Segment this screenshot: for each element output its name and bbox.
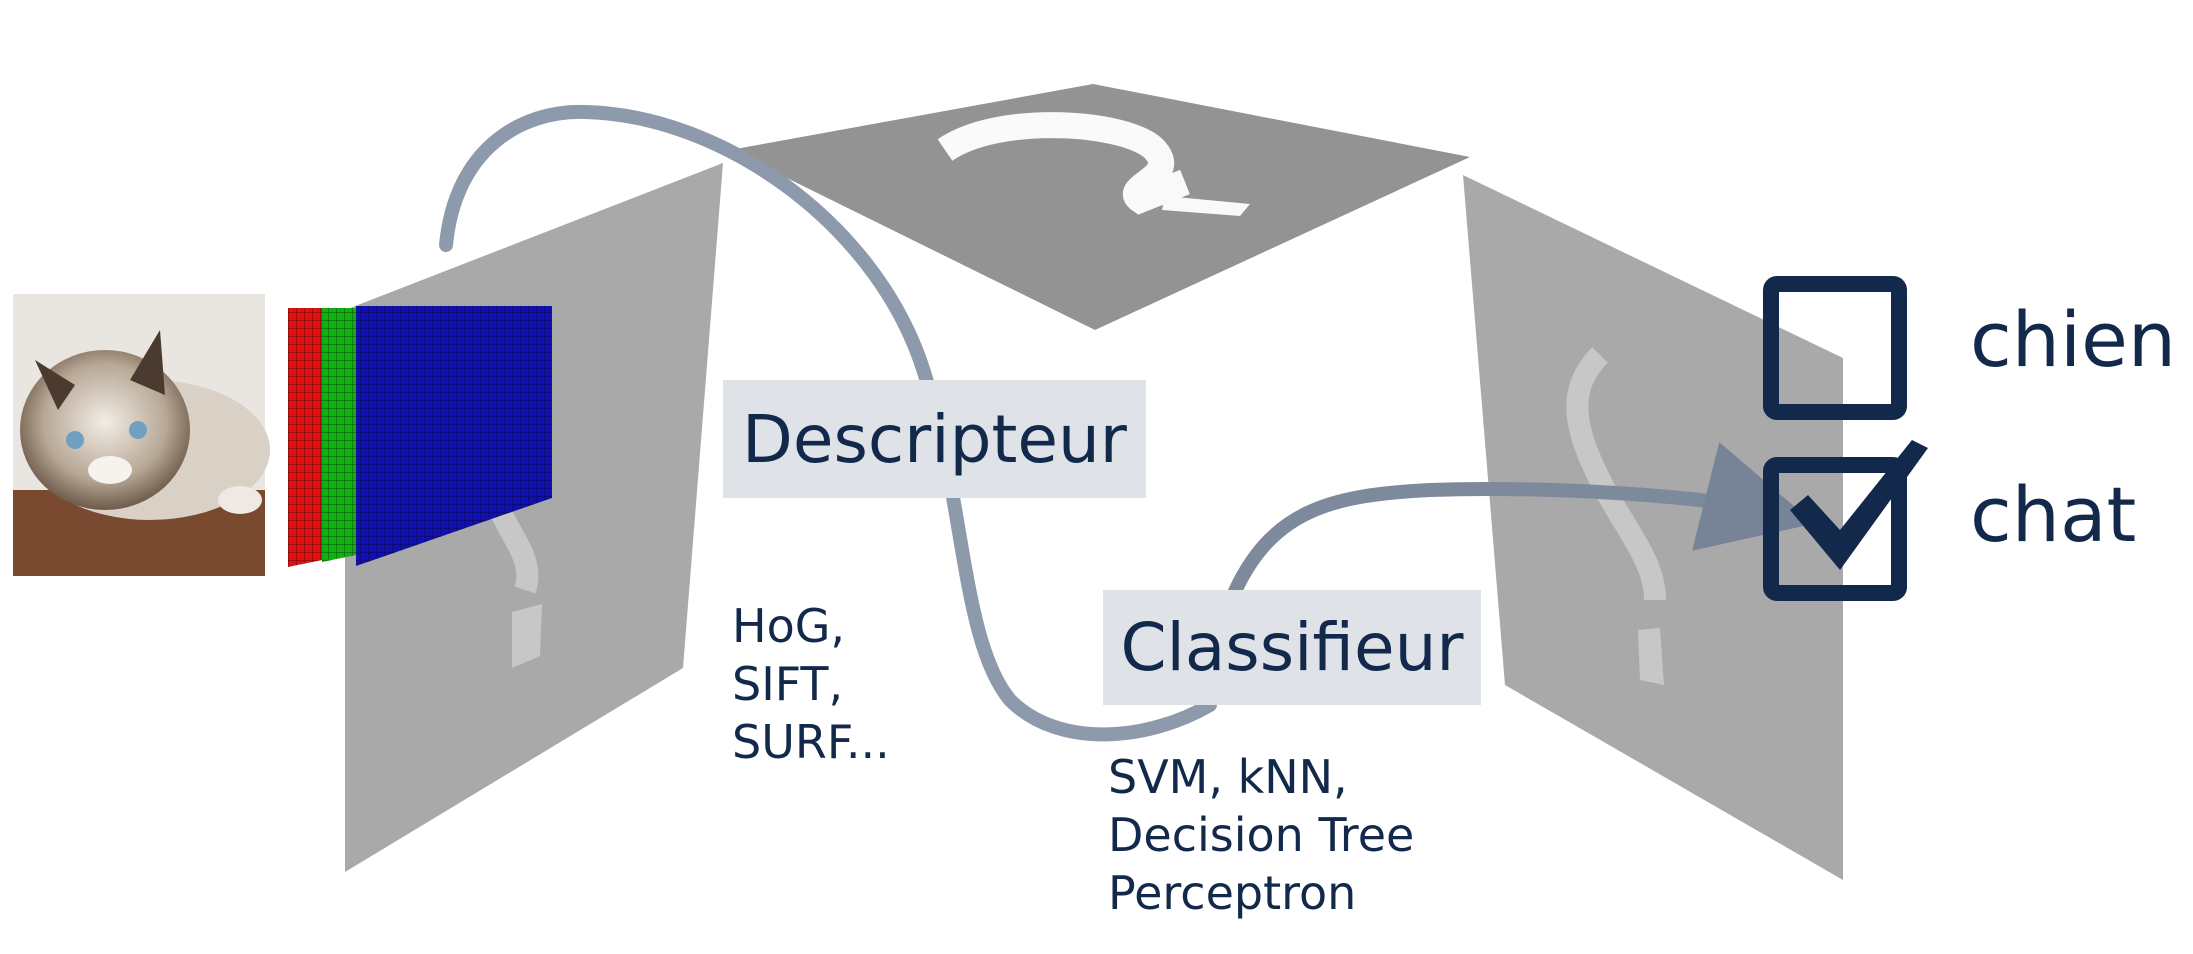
rgb-channels xyxy=(288,306,552,567)
descriptor-example: HoG, xyxy=(732,599,846,653)
question-mark-icon xyxy=(1566,347,1666,685)
red-channel xyxy=(288,308,322,567)
classifier-example: Decision Tree xyxy=(1108,808,1415,862)
descriptor-examples: HoG, SIFT, SURF... xyxy=(732,597,890,771)
question-mark-icon xyxy=(937,112,1250,216)
descriptor-label: Descripteur xyxy=(723,380,1146,498)
flow-arrow xyxy=(439,104,1815,742)
output-label-chat: chat xyxy=(1970,470,2137,559)
descriptor-example: SIFT, xyxy=(732,657,844,711)
output-label-chien: chien xyxy=(1970,295,2176,384)
top-panel xyxy=(730,84,1470,330)
classifier-label: Classifieur xyxy=(1103,590,1481,705)
classifier-example: SVM, kNN, xyxy=(1108,750,1348,804)
classifier-examples: SVM, kNN, Decision Tree Perceptron xyxy=(1108,748,1414,922)
empty-checkbox-icon xyxy=(1763,276,1907,420)
checked-checkbox-icon xyxy=(1763,440,1928,601)
right-panel xyxy=(1463,175,1843,880)
green-channel xyxy=(322,308,356,562)
descriptor-example: SURF... xyxy=(732,715,890,769)
classifier-example: Perceptron xyxy=(1108,866,1357,920)
cat-photo xyxy=(13,294,270,576)
blue-channel xyxy=(356,306,552,566)
